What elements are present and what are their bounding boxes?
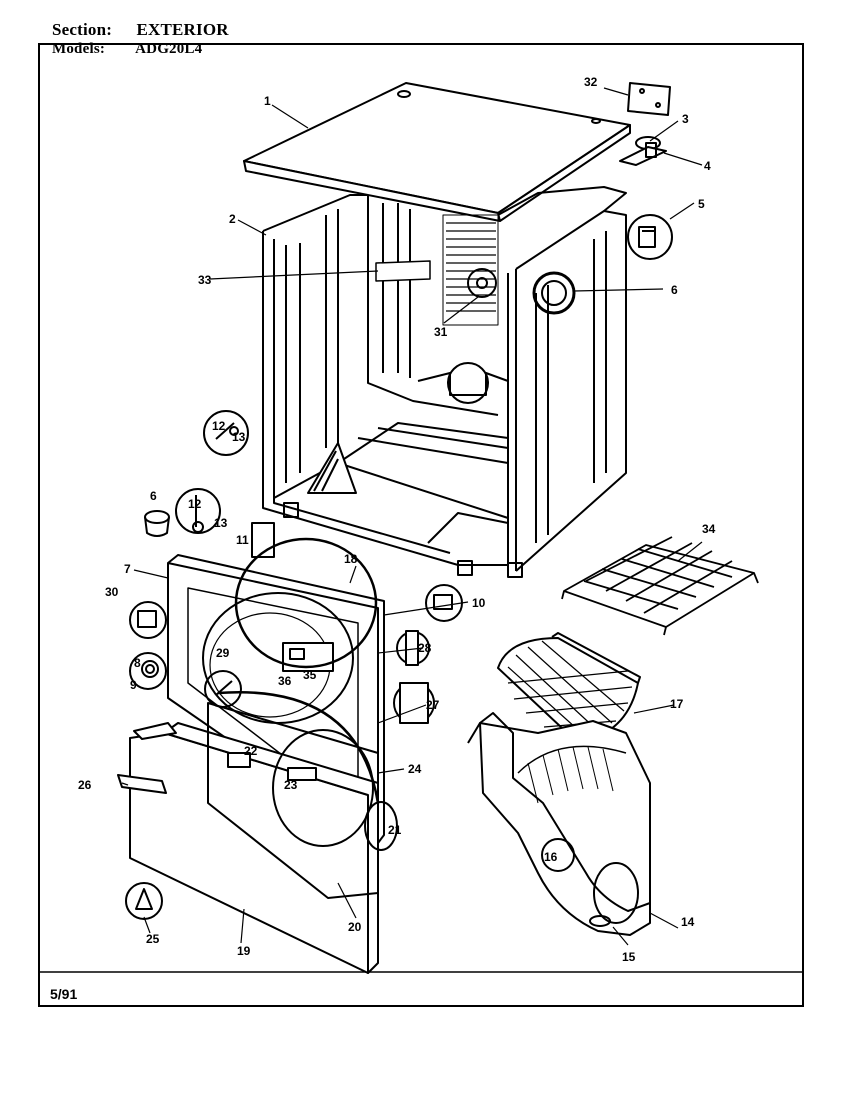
leader-lines bbox=[121, 87, 703, 946]
callout-32: 32 bbox=[584, 75, 598, 89]
callout-34: 34 bbox=[702, 522, 716, 536]
section-value: EXTERIOR bbox=[136, 20, 229, 39]
top-panel-icon bbox=[243, 82, 631, 222]
exploded-diagram: 1 2 3 4 5 6 6 8 9 10 11 12 13 12 13 14 1… bbox=[38, 43, 804, 1007]
door-icon bbox=[117, 691, 398, 974]
callout-5: 5 bbox=[698, 197, 705, 211]
callout-29: 29 bbox=[216, 646, 230, 660]
part-3-4-icon bbox=[619, 136, 667, 166]
callout-2: 2 bbox=[229, 212, 236, 226]
part-5-icon bbox=[627, 214, 673, 260]
callout-23: 23 bbox=[284, 778, 298, 792]
callout-12-side: 12 bbox=[212, 419, 226, 433]
callout-13-side: 13 bbox=[232, 430, 246, 444]
callout-1: 1 bbox=[264, 94, 271, 108]
callout-numbers: 1 2 3 4 5 6 6 8 9 10 11 12 13 12 13 14 1… bbox=[78, 75, 716, 964]
callout-27: 27 bbox=[426, 698, 440, 712]
part-32-icon bbox=[627, 82, 671, 116]
drying-rack-icon bbox=[561, 536, 759, 636]
callout-19: 19 bbox=[237, 944, 251, 958]
callout-11: 11 bbox=[236, 533, 249, 547]
callout-9: 9 bbox=[130, 678, 137, 692]
callout-21: 21 bbox=[388, 823, 402, 837]
part-12-13-left-icon bbox=[203, 410, 249, 456]
callout-4: 4 bbox=[704, 159, 711, 173]
callout-6-right: 6 bbox=[671, 283, 678, 297]
callout-7: 7 bbox=[124, 562, 131, 576]
diagram-border bbox=[38, 43, 804, 1007]
callout-12-front: 12 bbox=[188, 497, 202, 511]
cabinet-icon bbox=[262, 186, 627, 578]
callout-17: 17 bbox=[670, 697, 684, 711]
lint-screen-icon bbox=[497, 632, 641, 744]
callout-24: 24 bbox=[408, 762, 422, 776]
callout-3: 3 bbox=[682, 112, 689, 126]
callout-22: 22 bbox=[244, 744, 258, 758]
callout-20: 20 bbox=[348, 920, 362, 934]
callout-36: 36 bbox=[278, 674, 292, 688]
callout-33: 33 bbox=[198, 273, 212, 287]
section-label: Section: bbox=[52, 20, 113, 39]
callout-30: 30 bbox=[105, 585, 119, 599]
callout-8: 8 bbox=[134, 656, 141, 670]
callout-18: 18 bbox=[344, 552, 358, 566]
callout-26: 26 bbox=[78, 778, 92, 792]
callout-25: 25 bbox=[146, 932, 160, 946]
callout-35: 35 bbox=[303, 668, 317, 682]
callout-16: 16 bbox=[544, 850, 558, 864]
bulkhead-icon bbox=[467, 712, 651, 936]
section-heading: Section: EXTERIOR bbox=[52, 20, 229, 40]
callout-14: 14 bbox=[681, 915, 695, 929]
callout-31: 31 bbox=[434, 325, 448, 339]
callout-28: 28 bbox=[418, 641, 432, 655]
callout-15: 15 bbox=[622, 950, 636, 964]
callout-10: 10 bbox=[472, 596, 486, 610]
callout-13-front: 13 bbox=[214, 516, 228, 530]
revision-date: 5/91 bbox=[50, 986, 78, 1002]
callout-6-left: 6 bbox=[150, 489, 157, 503]
